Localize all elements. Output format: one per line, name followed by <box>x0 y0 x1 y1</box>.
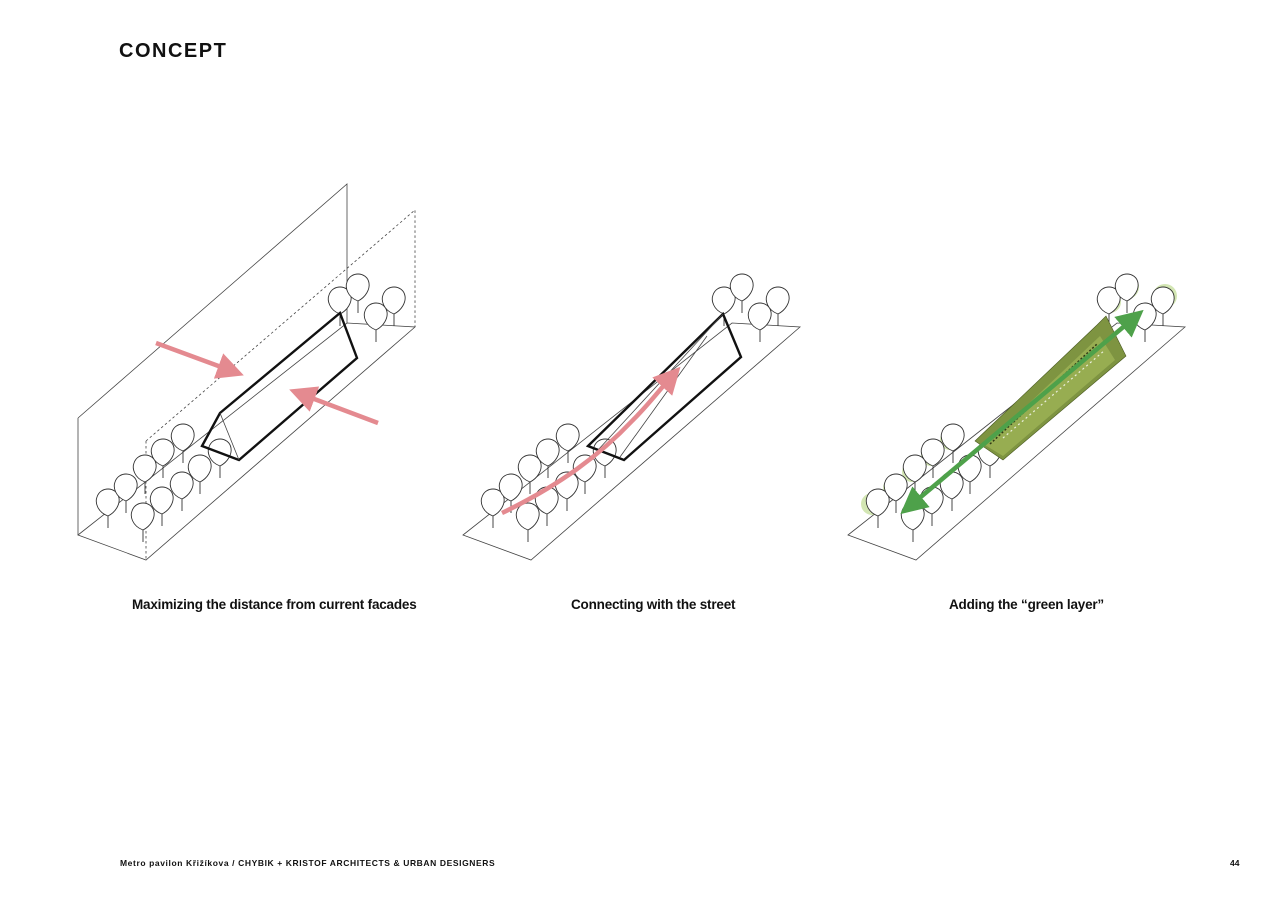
arrow-street-connection <box>501 366 681 516</box>
pavilion-outline <box>585 311 743 462</box>
page-title: CONCEPT <box>119 40 228 62</box>
arrow-green-corridor <box>900 309 1144 515</box>
arrow-from-left-facade <box>155 340 244 379</box>
diagram-green-layer <box>847 273 1187 561</box>
diagram-maximizing-distance <box>77 183 417 561</box>
caption-connecting-street: Connecting with the street <box>571 597 736 612</box>
arrow-from-right-facade <box>289 386 379 426</box>
page-number: 44 <box>1230 858 1240 868</box>
caption-green-layer: Adding the “green layer” <box>949 597 1104 612</box>
tree-group-1 <box>95 273 406 543</box>
caption-maximizing-distance: Maximizing the distance from current fac… <box>132 597 417 612</box>
diagram-connecting-street <box>462 273 802 561</box>
pavilion-outline <box>200 310 359 462</box>
footer-project-credit: Metro pavilon Křižíkova / CHYBIK + KRIST… <box>120 858 496 868</box>
